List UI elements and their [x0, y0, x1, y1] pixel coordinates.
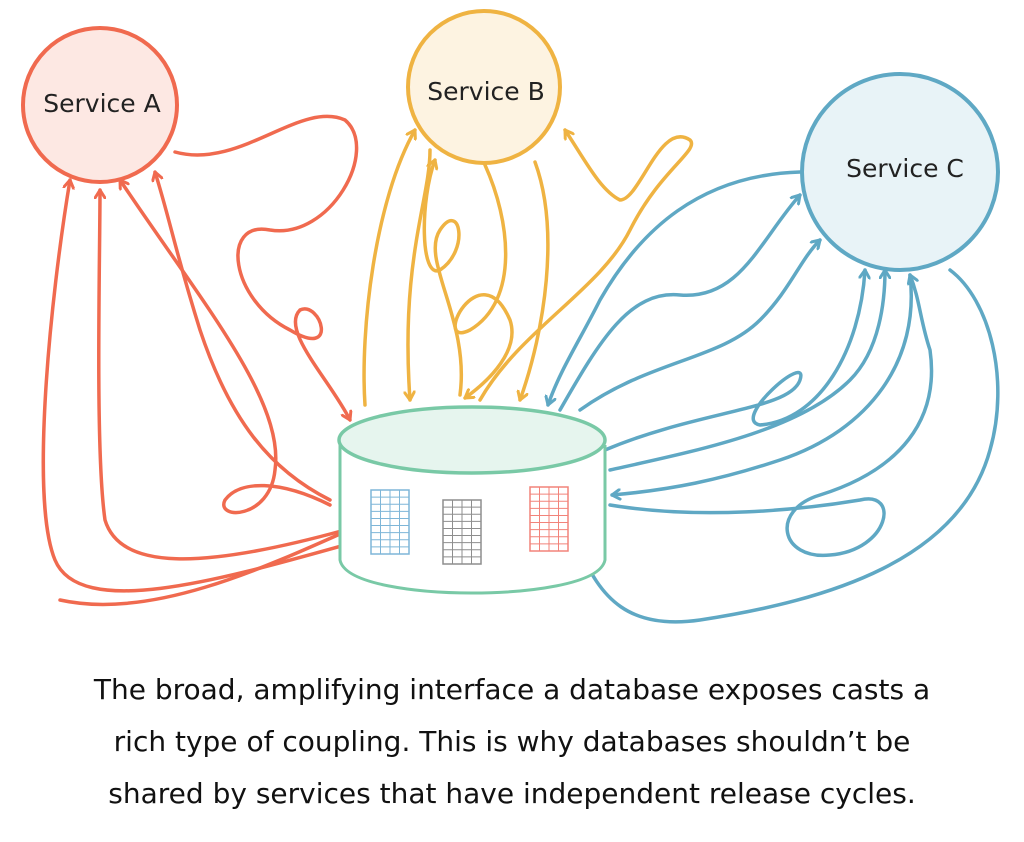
arrow-db-to-c-2: [578, 238, 822, 412]
service-a-circle: [21, 26, 179, 184]
service-c-arrows: [548, 170, 1000, 624]
arrow-c-to-db-2: [610, 273, 913, 495]
arrow-c-to-db-1: [548, 170, 802, 407]
service-a-node: Service A: [21, 26, 179, 184]
coupling-diagram: Service A Service B Service C: [21, 9, 1000, 624]
arrow-a-to-db-low: [58, 525, 362, 607]
arrow-db-to-b-2: [422, 158, 464, 397]
arrow-db-to-c-5: [608, 273, 934, 557]
arrow-c-to-db-3: [578, 268, 1000, 624]
service-c-circle: [800, 72, 1000, 272]
caption-line-3: shared by services that have independent…: [108, 777, 916, 810]
database-top: [337, 405, 607, 475]
caption: The broad, amplifying interface a databa…: [0, 664, 1024, 820]
table-blue: [370, 489, 410, 555]
arrow-b-to-db-3: [520, 160, 550, 402]
caption-line-1: The broad, amplifying interface a databa…: [93, 673, 931, 706]
service-b-circle: [406, 9, 562, 165]
arrow-db-to-c-3: [603, 268, 865, 452]
arrow-db-to-a-1: [155, 170, 332, 502]
arrow-db-to-a-4: [41, 178, 347, 593]
arrow-db-to-c-1: [558, 193, 802, 412]
service-a-arrows: [41, 114, 362, 607]
table-gray: [442, 499, 482, 565]
service-c-label: Service C: [846, 154, 964, 183]
table-red: [529, 486, 569, 552]
database-tables: [370, 486, 569, 565]
service-b-node: Service B: [406, 9, 562, 165]
service-c-node: Service C: [800, 72, 1000, 272]
caption-line-2: rich type of coupling. This is why datab…: [113, 725, 911, 758]
arrow-db-to-b-1: [362, 128, 415, 407]
service-a-label: Service A: [43, 89, 160, 118]
arrow-db-to-a-2: [118, 178, 332, 515]
service-b-label: Service B: [427, 77, 545, 106]
service-b-arrows: [362, 128, 694, 407]
arrow-db-to-c-4: [608, 268, 885, 472]
arrow-b-to-db-2: [453, 163, 514, 400]
arrow-db-to-a-3: [99, 188, 347, 561]
arrow-db-to-b-3: [478, 128, 694, 402]
arrow-a-to-db-loop: [173, 114, 359, 422]
